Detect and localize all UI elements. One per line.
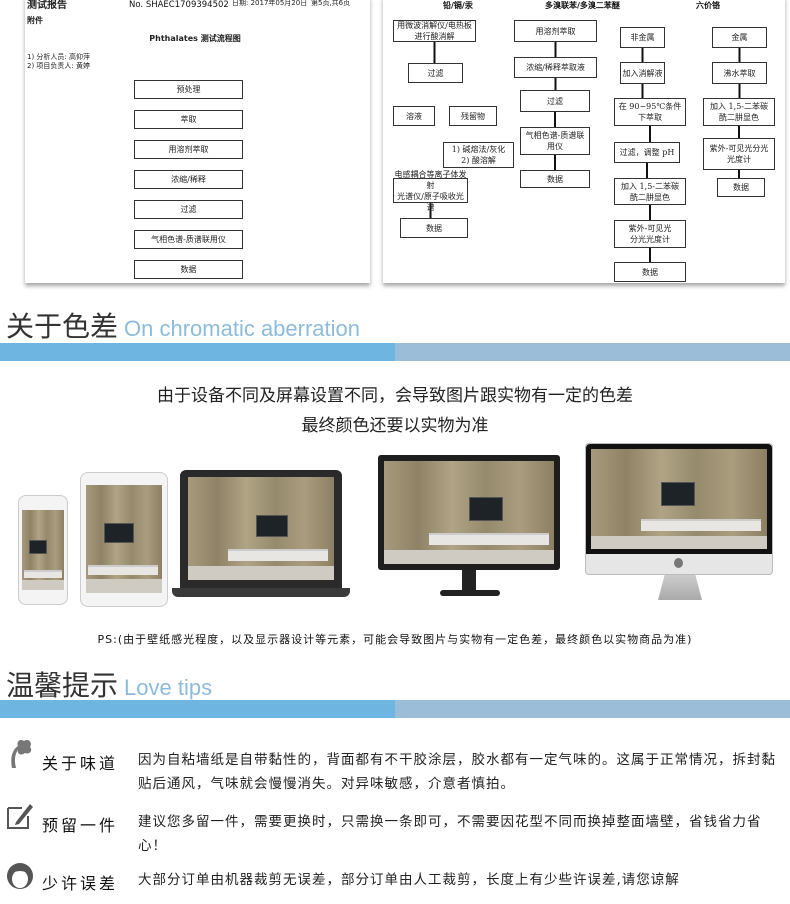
flow-step: 气相色谱-质谱联用仪 bbox=[134, 230, 243, 249]
phone-mockup bbox=[18, 495, 68, 605]
flow-step: 浓缩/稀释萃取液 bbox=[514, 57, 597, 78]
apple-logo-icon bbox=[674, 558, 683, 568]
report-date: 日期: 2017年05月20日 bbox=[232, 0, 308, 7]
report-page: 第5页,共6页 bbox=[311, 0, 351, 7]
flow-step: 过滤，调整 pH bbox=[614, 142, 680, 163]
chromatic-ps-note: PS:(由于壁纸感光程度，以及显示器设计等元素，可能会导致图片与实物有一定色差，… bbox=[97, 633, 693, 646]
tip-label: 少许误差 bbox=[42, 874, 119, 893]
edit-icon bbox=[7, 804, 33, 829]
flow-step: 溶液 bbox=[393, 106, 435, 126]
flow-step: 1) 碱熔法/灰化 2) 酸溶解 bbox=[443, 142, 514, 168]
project-manager: 2) 项目负责人: 黄婷 bbox=[27, 62, 90, 70]
flow-step: 数据 bbox=[400, 218, 468, 238]
monitor-foot bbox=[440, 590, 500, 596]
report-title: 测试报告 bbox=[27, 0, 67, 11]
laptop-mockup bbox=[180, 470, 342, 588]
flow-step: 残留物 bbox=[449, 106, 497, 126]
tip-label: 关于味道 bbox=[42, 754, 119, 773]
analyst: 1) 分析人员: 高仰萍 bbox=[27, 53, 90, 61]
monitor-stand bbox=[462, 570, 476, 592]
tip-text: 建议您多留一件，需要更换时，只需换一条即可，不需要因花型不同而换掉整面墙壁，省钱… bbox=[138, 814, 762, 854]
monitor-mockup bbox=[378, 455, 560, 570]
tips-section-title: 温馨提示 Love tips bbox=[6, 664, 212, 704]
flow-step: 在 90~95℃条件 下萃取 bbox=[614, 98, 686, 126]
flow-step: 电感耦合等离子体发射 光谱仪/原子吸收光谱 bbox=[393, 170, 468, 212]
smell-icon bbox=[11, 739, 32, 768]
flow-step: 过滤 bbox=[134, 200, 243, 219]
flow-step: 数据 bbox=[717, 178, 765, 197]
flow-step: 用微波消解仪/电热板 进行酸消解 bbox=[393, 20, 476, 42]
flow-step: 加入消解液 bbox=[620, 62, 665, 84]
tip-text: 大部分订单由机器裁剪无误差，部分订单由人工裁剪，长度上有少些许误差,请您谅解 bbox=[138, 872, 680, 888]
flow-step: 沸水萃取 bbox=[712, 62, 767, 84]
tip-label: 预留一件 bbox=[42, 816, 119, 835]
flow-step: 加入 1,5-二苯碳 酰二肼显色 bbox=[703, 98, 775, 126]
flow-header-pbb: 多溴联苯/多溴二苯醚 bbox=[545, 1, 620, 10]
flow-step: 紫外-可见光分光 光度计 bbox=[703, 138, 775, 170]
flowchart-title: Phthalates 测试流程图 bbox=[149, 34, 241, 43]
report-number: No. SHAEC1709394502 bbox=[129, 0, 229, 10]
flow-step: 预处理 bbox=[134, 80, 243, 99]
flow-step: 过滤 bbox=[408, 63, 463, 83]
chromatic-section-title: 关于色差 On chromatic aberration bbox=[6, 305, 360, 345]
imac-mockup bbox=[585, 443, 773, 575]
chromatic-title-en: On chromatic aberration bbox=[124, 316, 361, 341]
customer-service-icon bbox=[7, 863, 33, 889]
flow-step: 非金属 bbox=[620, 27, 665, 48]
flow-step: 紫外-可见光 分光光度计 bbox=[614, 220, 686, 248]
chromatic-notice-line1: 由于设备不同及屏幕设置不同，会导致图片跟实物有一定的色差 bbox=[157, 386, 633, 406]
attachment-label: 附件 bbox=[27, 16, 43, 25]
test-report-document-left: 测试报告 No. SHAEC1709394502 日期: 2017年05月20日… bbox=[25, 0, 370, 283]
flow-step: 数据 bbox=[134, 260, 243, 279]
flow-step: 加入 1,5-二苯碳 酰二肼显色 bbox=[614, 178, 686, 205]
flow-step: 过滤 bbox=[520, 90, 590, 112]
flow-step: 数据 bbox=[520, 170, 590, 188]
chromatic-notice-line2: 最终颜色还要以实物为准 bbox=[301, 416, 489, 436]
flow-step: 金属 bbox=[712, 27, 767, 48]
tablet-mockup bbox=[80, 472, 168, 607]
laptop-base bbox=[172, 588, 350, 597]
flow-step: 浓缩/稀释 bbox=[134, 170, 243, 189]
flow-step: 萃取 bbox=[134, 110, 243, 129]
flow-step: 气相色谱-质谱联 用仪 bbox=[520, 127, 590, 155]
test-report-document-right: 铅/镉/汞 多溴联苯/多溴二苯醚 六价铬 用微波消解仪/电热板 进行酸消解过滤溶… bbox=[383, 0, 785, 283]
flow-step: 用溶剂萃取 bbox=[514, 20, 597, 42]
tips-title-en: Love tips bbox=[124, 675, 213, 700]
imac-stand bbox=[658, 575, 702, 600]
tips-title-cn: 温馨提示 bbox=[6, 669, 119, 702]
flow-header-chromium: 六价铬 bbox=[696, 1, 720, 10]
chromatic-divider-bar bbox=[0, 343, 790, 361]
chromatic-title-cn: 关于色差 bbox=[6, 310, 119, 343]
flow-step: 用溶剂萃取 bbox=[134, 140, 243, 159]
tips-divider-bar bbox=[0, 700, 790, 718]
tip-text: 因为自粘墙纸是自带黏性的，背面都有不干胶涂层，胶水都有一定气味的。这属于正常情况… bbox=[138, 752, 776, 792]
flow-header-lead: 铅/镉/汞 bbox=[443, 1, 473, 10]
flow-step: 数据 bbox=[614, 262, 686, 282]
